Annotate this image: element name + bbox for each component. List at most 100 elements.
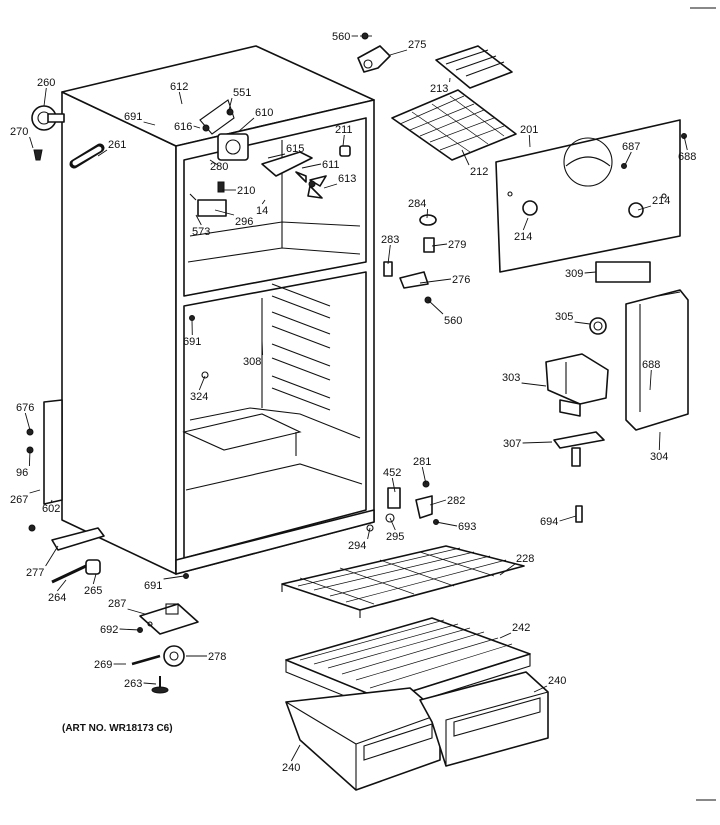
thermostat-parts: [383, 214, 437, 304]
part-label-307: 307: [503, 438, 521, 450]
light-lens: [589, 317, 607, 335]
part-label-303: 303: [502, 372, 520, 384]
leader-line-275: [389, 49, 408, 56]
part-label-281: 281: [413, 456, 431, 468]
part-label-214: 214: [652, 195, 670, 207]
leader-line-214: [522, 217, 529, 231]
ice-tray: [435, 45, 513, 89]
leader-line-613: [323, 183, 338, 189]
part-label-284: 284: [408, 198, 426, 210]
crisper-drawer-right: [419, 671, 549, 767]
hinge-bottom-parts: [366, 480, 439, 532]
fan-motor: [199, 99, 249, 161]
part-label-602: 602: [42, 503, 60, 515]
leader-line-242: [499, 632, 512, 639]
leader-line-265: [92, 573, 97, 585]
part-label-551: 551: [233, 87, 251, 99]
leader-line-261: [97, 149, 108, 157]
shelf-supports: [271, 283, 331, 411]
leader-line-276: [419, 278, 452, 284]
leader-line-551: [227, 97, 233, 115]
fan-blade: [295, 171, 327, 199]
freezer-shelf: [391, 89, 517, 161]
label-309: [595, 261, 651, 283]
part-label-210: 210: [237, 185, 255, 197]
bottom-left-parts: [51, 527, 199, 694]
part-label-304: 304: [650, 451, 668, 463]
part-label-560: 560: [444, 315, 462, 327]
part-label-294: 294: [348, 540, 366, 552]
part-label-275: 275: [408, 39, 426, 51]
leader-line-296: [214, 209, 235, 216]
leader-line-279: [431, 243, 448, 247]
part-label-14: 14: [256, 205, 268, 217]
part-label-213: 213: [430, 83, 448, 95]
defrost-terminator: [339, 145, 351, 157]
part-label-693: 693: [458, 521, 476, 533]
leader-line-240: [290, 744, 301, 762]
part-label-279: 279: [448, 239, 466, 251]
part-label-261: 261: [108, 139, 126, 151]
part-label-212: 212: [470, 166, 488, 178]
leader-line-324: [198, 375, 206, 391]
leader-line-304: [658, 431, 661, 451]
leader-line-270: [29, 136, 34, 149]
part-label-676: 676: [16, 402, 34, 414]
part-label-611: 611: [322, 159, 340, 171]
part-label-277: 277: [26, 567, 44, 579]
leader-line-693: [435, 521, 458, 527]
part-label-263: 263: [124, 678, 142, 690]
part-label-616: 616: [174, 121, 192, 133]
part-label-687: 687: [622, 141, 640, 153]
corner-marks: [690, 7, 716, 801]
leader-line-308: [261, 339, 264, 356]
hinge-top: [357, 45, 391, 73]
leader-line-309: [584, 271, 597, 274]
part-label-267: 267: [10, 494, 28, 506]
leader-line-692: [119, 628, 141, 631]
part-label-694: 694: [540, 516, 558, 528]
part-label-309: 309: [565, 268, 583, 280]
leader-line-691: [163, 575, 185, 580]
leader-line-687: [624, 151, 632, 166]
part-label-688: 688: [642, 359, 660, 371]
part-label-260: 260: [37, 77, 55, 89]
hinge-bracket: [43, 399, 63, 505]
leader-line-560: [427, 299, 444, 315]
leader-line-281: [421, 466, 427, 485]
part-label-214: 214: [514, 231, 532, 243]
part-label-276: 276: [452, 274, 470, 286]
leader-line-452: [391, 477, 396, 493]
leader-line-263: [143, 682, 157, 685]
leader-line-264: [56, 579, 67, 592]
leader-line-294: [367, 527, 371, 540]
part-label-282: 282: [447, 495, 465, 507]
part-label-691: 691: [183, 336, 201, 348]
leader-line-211: [342, 134, 345, 147]
part-label-691: 691: [144, 580, 162, 592]
leader-line-615: [267, 153, 286, 159]
part-label-688: 688: [678, 151, 696, 163]
leader-line-287: [127, 608, 146, 615]
leader-line-240: [533, 685, 548, 693]
part-label-610: 610: [255, 107, 273, 119]
part-label-324: 324: [190, 391, 208, 403]
motor-bracket: [261, 151, 313, 177]
art-number-caption: (ART NO. WR18173 C6): [62, 723, 173, 734]
screw-694: [575, 505, 583, 523]
leader-line-212: [461, 149, 470, 166]
shelf-bracket: [553, 431, 605, 467]
evaporator-cover: [495, 119, 681, 273]
leader-line-282: [429, 499, 447, 506]
part-label-287: 287: [108, 598, 126, 610]
leader-line-616: [193, 125, 201, 129]
leader-line-96: [28, 449, 31, 467]
thermostat-knob: [31, 105, 65, 131]
crisper-drawer-left: [285, 687, 441, 791]
light-socket: [217, 181, 225, 193]
leader-line-201: [528, 134, 531, 148]
part-label-452: 452: [383, 467, 401, 479]
leader-line-284: [426, 208, 429, 219]
